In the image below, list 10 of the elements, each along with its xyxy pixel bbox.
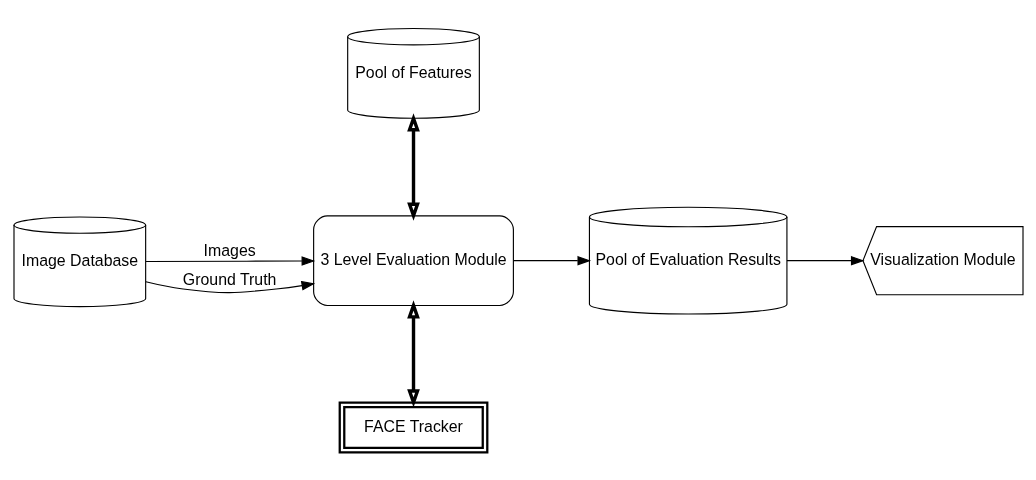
arrow [406, 299, 420, 408]
arrow [144, 255, 315, 266]
arrow [512, 255, 591, 265]
edge-label: Ground Truth [182, 270, 276, 288]
arrow [785, 255, 865, 265]
node-box: FACE Tracker [338, 400, 488, 454]
node-box: 3 Level Evaluation Module [312, 214, 514, 306]
arrow [144, 280, 315, 293]
arrow [406, 112, 420, 221]
edge-label: Images [203, 241, 256, 259]
